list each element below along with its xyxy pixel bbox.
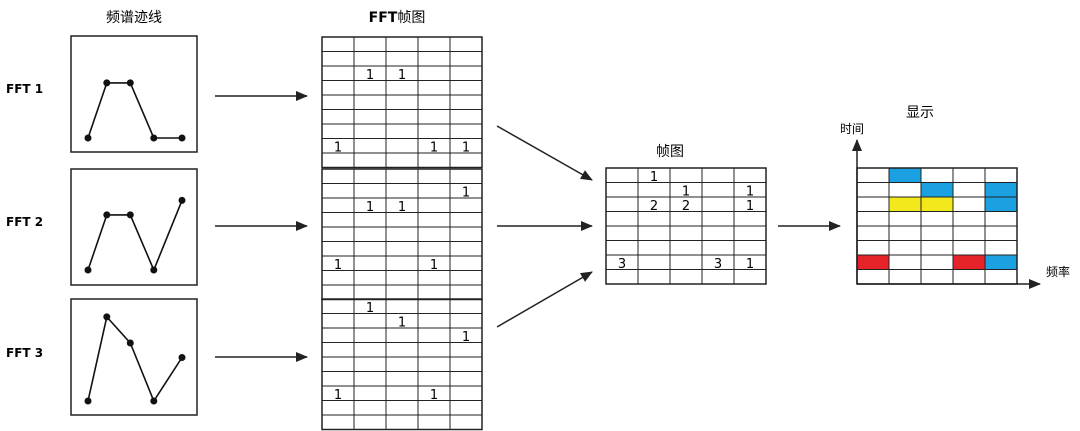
count-mark: 1 — [462, 330, 470, 345]
count-mark: 1 — [430, 388, 438, 403]
fft-frame-grid-3: 1 1 1 1 1 — [321, 298, 483, 431]
count-mark: 1 — [366, 301, 374, 316]
spectrum-point — [126, 339, 134, 347]
spectrum-point — [150, 134, 158, 142]
count-mark: 1 — [334, 258, 342, 273]
display-cell-blue — [985, 182, 1017, 197]
display-cell-blue — [985, 255, 1017, 270]
fft-frame-title: FFT帧图 — [369, 10, 426, 26]
count-mark: 2 — [650, 199, 658, 214]
count-mark: 1 — [682, 185, 690, 200]
display-grid — [856, 167, 1018, 285]
count-mark: 1 — [746, 185, 754, 200]
count-mark: 1 — [366, 68, 374, 83]
display-cell-red — [857, 255, 889, 270]
spectrum-point — [150, 397, 158, 405]
count-mark: 1 — [430, 258, 438, 273]
count-mark: 1 — [746, 199, 754, 214]
display-cell-red — [953, 255, 985, 270]
count-mark: 1 — [398, 200, 406, 215]
count-mark: 1 — [462, 141, 470, 156]
frequency-axis-label: 频率 — [1046, 264, 1070, 279]
spectrum-trace-points — [84, 313, 186, 405]
display-cell-yellow — [921, 197, 953, 212]
display-cell-blue — [889, 168, 921, 183]
spectrum-point — [84, 134, 92, 142]
count-mark: 3 — [714, 257, 722, 272]
grid-border — [321, 298, 483, 431]
spectrum-point — [150, 266, 158, 274]
count-mark: 3 — [618, 257, 626, 272]
spectrum-point — [178, 134, 186, 142]
spectrum-point — [126, 79, 134, 87]
spectrum-point — [178, 196, 186, 204]
frame-map-title: 帧图 — [656, 144, 684, 160]
spectrum-trace-points — [84, 196, 186, 274]
count-mark: 1 — [398, 316, 406, 331]
count-mark: 1 — [430, 141, 438, 156]
spectrum-panel-1 — [70, 35, 198, 153]
count-mark: 1 — [398, 68, 406, 83]
spectrum-point — [126, 211, 134, 219]
arrow-fft-1-to-frame-map — [496, 125, 593, 181]
fft-frame-grid-2: 1 1 1 1 1 — [321, 168, 483, 301]
count-mark: 1 — [334, 388, 342, 403]
spectrum-point — [103, 79, 111, 87]
grid-border — [321, 168, 483, 301]
count-mark: 2 — [682, 199, 690, 214]
grid-border — [321, 36, 483, 169]
display-cell-blue — [985, 197, 1017, 212]
spectrum-trace-title: 频谱迹线 — [106, 10, 162, 26]
spectrum-trace-points — [84, 79, 186, 142]
spectrum-point — [103, 211, 111, 219]
fft-row-label-1: FFT 1 — [6, 82, 43, 96]
display-cell-blue — [921, 182, 953, 197]
display-title: 显示 — [906, 105, 934, 121]
fft-frame-grid-1: 1 1 1 1 1 — [321, 36, 483, 169]
fft-frame-title-rest: 帧图 — [397, 10, 425, 26]
count-mark: 1 — [334, 141, 342, 156]
fft-row-label-3: FFT 3 — [6, 346, 43, 360]
time-axis-label: 时间 — [840, 122, 864, 136]
fft-row-label-2: FFT 2 — [6, 215, 43, 229]
spectrum-panel-3 — [70, 298, 198, 416]
display-cell-yellow — [889, 197, 921, 212]
count-mark: 1 — [366, 200, 374, 215]
spectrum-point — [84, 266, 92, 274]
fft-frame-title-bold: FFT — [369, 10, 398, 26]
spectrum-point — [178, 354, 186, 361]
count-mark: 1 — [650, 170, 658, 185]
count-mark: 1 — [462, 186, 470, 201]
spectrum-panel-2 — [70, 168, 198, 286]
count-mark: 1 — [746, 257, 754, 272]
arrow-fft-3-to-frame-map — [496, 271, 593, 328]
spectrum-point — [84, 397, 92, 405]
spectrum-point — [103, 313, 111, 321]
